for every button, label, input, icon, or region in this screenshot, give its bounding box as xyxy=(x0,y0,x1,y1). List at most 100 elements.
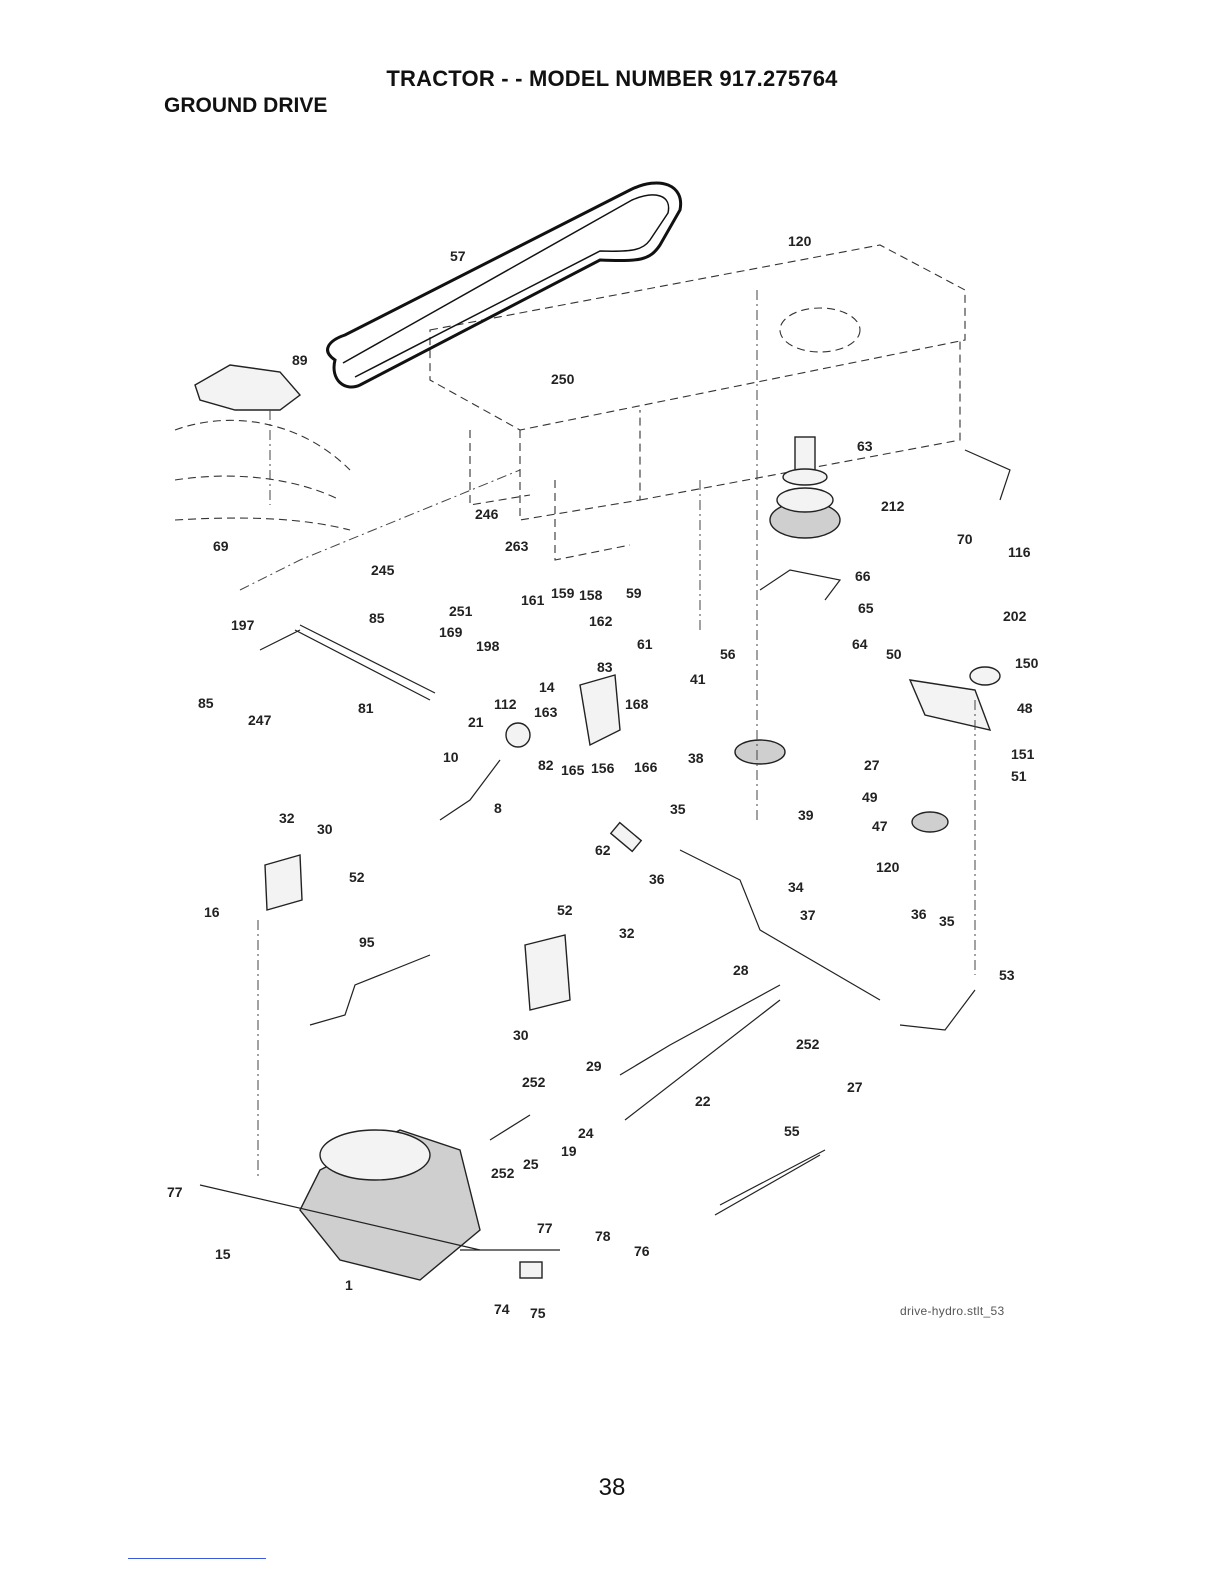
callout-247: 247 xyxy=(248,712,272,728)
callout-63: 63 xyxy=(857,438,873,454)
drive-belt xyxy=(326,181,683,389)
callout-95: 95 xyxy=(359,934,375,950)
callout-251: 251 xyxy=(449,603,473,619)
callout-59: 59 xyxy=(626,585,642,601)
linkage-parts xyxy=(259,449,1011,1121)
callout-32: 32 xyxy=(279,810,295,826)
callout-112: 112 xyxy=(494,696,517,712)
callout-37: 37 xyxy=(800,907,816,923)
callout-32b: 32 xyxy=(619,925,635,941)
callout-30: 30 xyxy=(317,821,333,837)
callout-21: 21 xyxy=(468,714,484,730)
callout-82: 82 xyxy=(538,757,554,773)
callout-252b: 252 xyxy=(522,1074,546,1090)
callout-250: 250 xyxy=(551,371,575,387)
callout-25: 25 xyxy=(523,1156,539,1172)
callout-65: 65 xyxy=(858,600,874,616)
callout-212: 212 xyxy=(881,498,905,514)
callout-36: 36 xyxy=(649,871,665,887)
callout-69: 69 xyxy=(213,538,229,554)
callout-48: 48 xyxy=(1017,700,1033,716)
callout-74: 74 xyxy=(494,1301,510,1317)
callout-1: 1 xyxy=(345,1277,353,1293)
callout-83: 83 xyxy=(597,659,613,675)
callout-76: 76 xyxy=(634,1243,650,1259)
callout-169: 169 xyxy=(439,624,463,640)
callout-156: 156 xyxy=(591,760,615,776)
spring-part xyxy=(714,1149,826,1216)
section-title: GROUND DRIVE xyxy=(164,94,328,117)
callout-61: 61 xyxy=(637,636,653,652)
drawing-id: drive-hydro.stlt_53 xyxy=(900,1304,1005,1318)
callout-161: 161 xyxy=(521,592,545,608)
callout-62: 62 xyxy=(595,842,611,858)
shield-part xyxy=(194,364,302,411)
callout-198: 198 xyxy=(476,638,500,654)
callout-263: 263 xyxy=(505,538,529,554)
callout-163: 163 xyxy=(534,704,558,720)
callout-85b: 85 xyxy=(198,695,214,711)
callout-77: 77 xyxy=(167,1184,183,1200)
callout-166: 166 xyxy=(634,759,658,775)
callout-30b: 30 xyxy=(513,1027,529,1043)
callout-70: 70 xyxy=(957,531,973,547)
callout-85: 85 xyxy=(369,610,385,626)
callout-27: 27 xyxy=(864,757,880,773)
callout-168: 168 xyxy=(625,696,649,712)
callout-165: 165 xyxy=(561,762,585,778)
callout-116: 116 xyxy=(1008,544,1031,560)
callout-52b: 52 xyxy=(557,902,573,918)
callout-252: 252 xyxy=(796,1036,820,1052)
assembly-centerlines xyxy=(239,290,976,1180)
callout-24: 24 xyxy=(578,1125,594,1141)
callout-158: 158 xyxy=(579,587,603,603)
page-title: TRACTOR - - MODEL NUMBER 917.275764 xyxy=(386,66,838,91)
callout-15: 15 xyxy=(215,1246,231,1262)
footer-rule xyxy=(128,1558,266,1559)
callout-16: 16 xyxy=(204,904,220,920)
callout-75: 75 xyxy=(530,1305,546,1321)
callout-89: 89 xyxy=(292,352,308,368)
callout-14: 14 xyxy=(539,679,555,695)
callout-197: 197 xyxy=(231,617,255,633)
callout-57: 57 xyxy=(450,248,466,264)
callout-78: 78 xyxy=(595,1228,611,1244)
callout-66: 66 xyxy=(855,568,871,584)
callout-8: 8 xyxy=(494,800,502,816)
callout-38: 38 xyxy=(688,750,704,766)
callout-22: 22 xyxy=(695,1093,711,1109)
callout-246: 246 xyxy=(475,506,499,522)
callout-52: 52 xyxy=(349,869,365,885)
callout-56: 56 xyxy=(720,646,736,662)
callout-28: 28 xyxy=(733,962,749,978)
callout-39: 39 xyxy=(798,807,814,823)
callout-151: 151 xyxy=(1011,746,1035,762)
callout-53: 53 xyxy=(999,967,1015,983)
pulley-assembly xyxy=(734,436,1001,833)
callout-41: 41 xyxy=(690,671,706,687)
callout-34: 34 xyxy=(788,879,804,895)
callout-29: 29 xyxy=(586,1058,602,1074)
callout-51: 51 xyxy=(1011,768,1027,784)
callout-55: 55 xyxy=(784,1123,800,1139)
transmission-assembly xyxy=(199,1129,560,1281)
callout-10: 10 xyxy=(443,749,459,765)
callout-81: 81 xyxy=(358,700,374,716)
callout-159: 159 xyxy=(551,585,575,601)
tractor-frame-outline xyxy=(174,244,966,561)
page-number: 38 xyxy=(598,1474,626,1501)
callout-120b: 120 xyxy=(876,859,900,875)
callout-49: 49 xyxy=(862,789,878,805)
callout-202: 202 xyxy=(1003,608,1027,624)
callout-27b: 27 xyxy=(847,1079,863,1095)
callout-150: 150 xyxy=(1015,655,1039,671)
callout-50: 50 xyxy=(886,646,902,662)
callout-labels: 120 57 89 250 63 212 70 116 69 246 263 2… xyxy=(167,233,1039,1321)
callout-47: 47 xyxy=(872,818,888,834)
callout-162: 162 xyxy=(589,613,613,629)
callout-77b: 77 xyxy=(537,1220,553,1236)
callout-252c: 252 xyxy=(491,1165,515,1181)
callout-36b: 36 xyxy=(911,906,927,922)
callout-35: 35 xyxy=(670,801,686,817)
